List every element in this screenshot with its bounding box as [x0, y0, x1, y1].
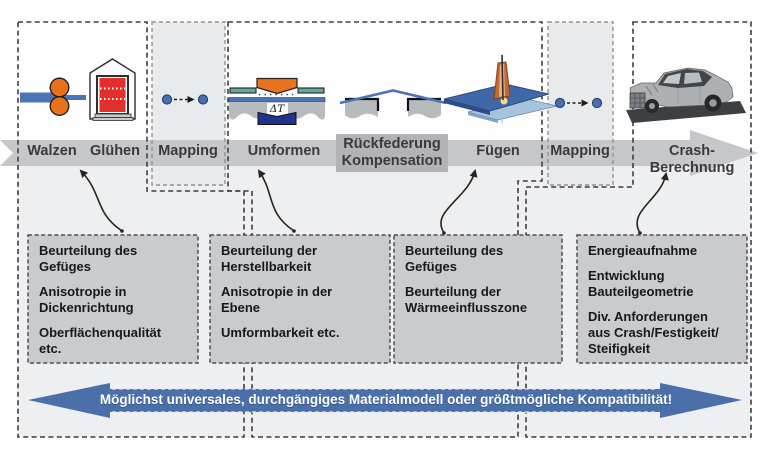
annotation-arrow-3 — [440, 169, 478, 234]
annotation-arrow-2 — [257, 169, 295, 232]
banner-arrow — [28, 383, 742, 418]
annotation-arrow-1 — [79, 169, 123, 232]
springback-sheet-icon — [339, 89, 447, 119]
annotation-box-3 — [393, 234, 563, 364]
dashed-region-outlines — [17, 21, 752, 438]
region-crash — [525, 21, 752, 438]
annotation-arrow-4 — [636, 172, 669, 234]
mapping-dots-icon — [161, 94, 209, 105]
annotation-box-1 — [27, 234, 199, 364]
welding-torch-icon — [443, 54, 558, 124]
deep-drawing-tool-icon — [228, 77, 326, 125]
annotation-box-2 — [209, 234, 391, 364]
crashed-car-icon — [626, 67, 746, 123]
annotation-boxes — [27, 234, 748, 364]
annealing-furnace-icon — [89, 58, 136, 121]
rolling-mill-icon — [20, 77, 86, 116]
mapping-box-1 — [151, 21, 226, 186]
annotation-arrows — [79, 169, 669, 235]
mapping-dots-icon — [554, 97, 603, 109]
springback-stage-highlight — [336, 134, 448, 172]
annotation-box-4 — [576, 234, 748, 364]
region-forming-joining — [227, 21, 543, 438]
